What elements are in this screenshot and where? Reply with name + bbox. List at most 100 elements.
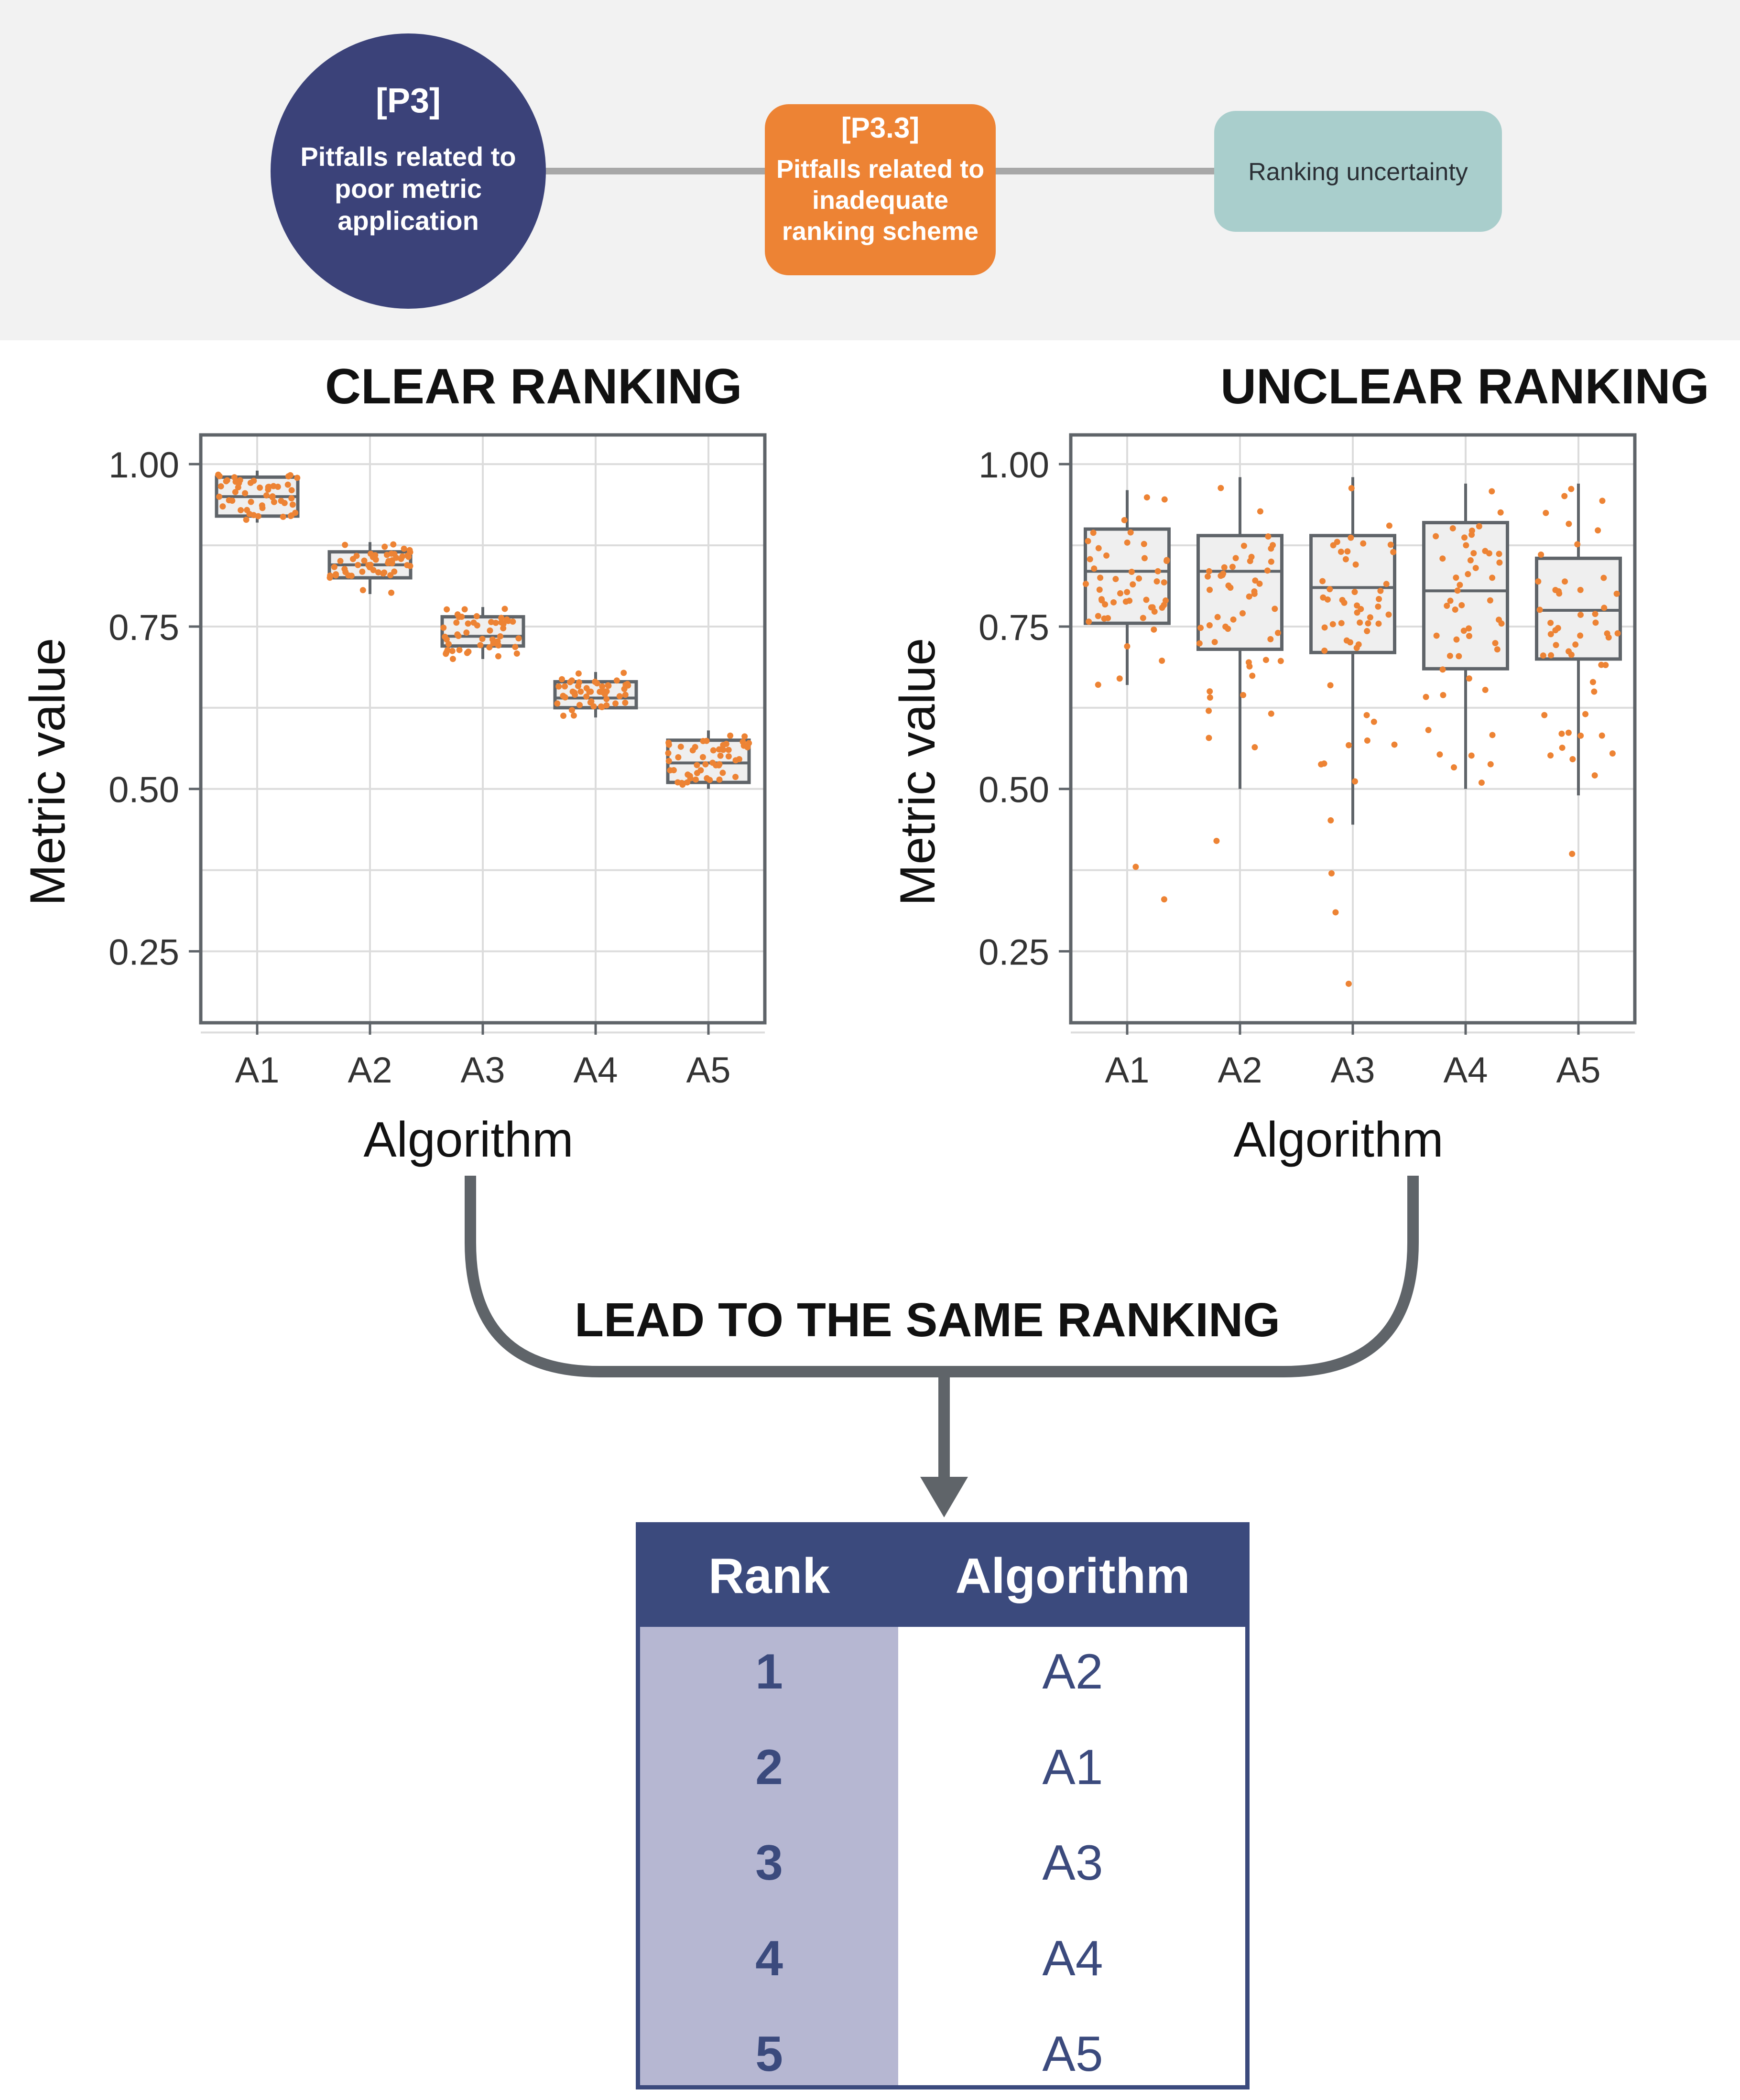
data-point [1098,596,1105,603]
y-tick-label: 1.00 [979,445,1049,486]
data-point [1227,585,1234,591]
data-point [1091,565,1098,572]
data-point [1425,727,1432,734]
data-point [1439,666,1446,673]
data-point [1247,558,1253,564]
y-tick-label: 0.75 [109,607,179,648]
data-point [1487,597,1493,604]
data-point [620,670,627,676]
data-point [1541,712,1548,718]
outlier-point [1161,896,1167,903]
data-point [342,541,348,548]
data-point [390,541,397,548]
data-point [719,769,726,776]
data-point [1423,693,1429,700]
p33-label-line: inadequate [812,185,949,215]
data-point [1569,756,1576,763]
data-point [1367,614,1373,621]
data-point [1496,551,1502,557]
data-point [440,624,447,631]
data-point [218,483,224,490]
data-point [1143,494,1150,501]
p3-label-line: poor metric [334,173,482,204]
data-point [1127,529,1134,536]
data-point [1577,632,1584,639]
data-point [740,738,746,745]
data-point [1492,640,1499,647]
data-point [391,551,398,557]
data-point [1552,587,1559,594]
data-point [1265,533,1272,540]
data-point [1589,679,1596,685]
data-point [1151,626,1157,633]
data-point [1375,620,1382,627]
p3-label: Pitfalls related to poor metric applicat… [271,141,546,237]
data-point [288,495,295,502]
data-point [1553,642,1559,649]
data-point [288,487,295,494]
data-point [694,762,700,769]
data-point [1334,539,1340,545]
data-point [294,475,301,481]
data-point [665,758,672,764]
data-point [1453,636,1460,643]
data-point [1497,509,1504,516]
data-point [1110,599,1117,606]
data-point [1449,525,1456,531]
data-point [404,552,411,559]
data-point [1566,520,1572,527]
data-point [720,747,727,753]
box-A5 [1535,483,1622,857]
data-point [692,744,698,750]
data-point [443,649,450,656]
outlier-point [1332,909,1339,916]
data-point [1540,652,1546,659]
data-point [1577,586,1584,593]
data-point [1383,581,1390,587]
data-point [725,753,732,760]
data-point [463,629,470,636]
algorithm-cell: A5 [1042,2026,1103,2082]
data-point [1386,522,1392,529]
data-point [1321,648,1328,654]
box-A2 [1196,477,1284,844]
data-point [1086,618,1092,625]
data-point [1565,729,1572,736]
p3-label-line: application [337,206,479,236]
data-point [1161,579,1167,586]
data-point [622,692,629,698]
data-point [665,739,672,746]
data-point [605,682,611,689]
data-point [1599,732,1605,739]
data-point [1548,652,1555,659]
data-point [1496,559,1503,566]
data-point [1599,498,1606,504]
data-point [456,647,463,653]
ranking-table: Rank Algorithm 1 A2 2 A1 3 A3 4 A4 5 A5 [636,1522,1250,2089]
data-point [1211,639,1218,645]
p3-node [271,33,546,309]
data-point [1465,571,1471,577]
rank-cell: 4 [755,1931,783,1986]
data-point [699,754,706,760]
data-point [1102,601,1109,608]
data-point [1387,541,1394,548]
data-point [1487,761,1494,768]
data-point [1452,606,1458,613]
box-A4 [1422,483,1509,789]
data-point [1274,629,1281,636]
data-point [1582,711,1589,717]
data-point [1207,688,1213,695]
data-point [510,618,516,625]
data-point [1095,613,1101,619]
data-point [1458,602,1465,608]
data-point [569,688,576,695]
data-point [1390,549,1397,555]
data-point [486,644,493,650]
data-point [1164,557,1170,563]
data-point [359,568,366,575]
data-point [1124,643,1131,649]
gridlines [201,435,765,1034]
data-point [1552,627,1559,634]
x-tick-label: A4 [1444,1050,1488,1091]
